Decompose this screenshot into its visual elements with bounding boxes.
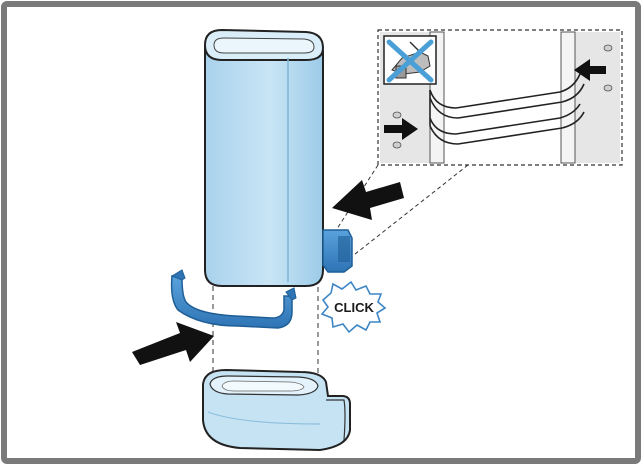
detail-inset [377,29,623,166]
push-arrow-icon [384,118,418,140]
vertical-duct [203,28,325,287]
front-clip [170,269,297,329]
mounting-rail [429,73,585,145]
push-arrow-icon [132,322,214,365]
push-arrow-icon [574,59,606,81]
push-arrow-icon [332,180,404,220]
screw-icon [392,44,613,149]
no-drill-icon [383,35,437,85]
click-burst-icon: CLICK [320,280,387,334]
elbow-duct [202,368,351,452]
rear-clip [322,229,353,273]
detail-leader-lines [334,164,469,263]
click-label: CLICK [334,300,374,315]
